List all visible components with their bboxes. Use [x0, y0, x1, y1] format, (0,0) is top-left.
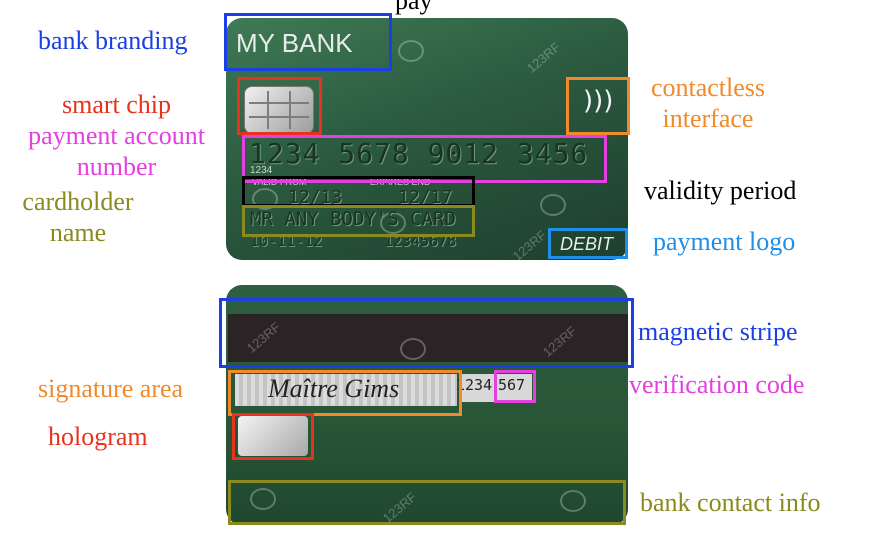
label-contactless-interface: contactless interface — [650, 73, 766, 134]
payment-logo: DEBIT — [560, 234, 614, 254]
magnetic-stripe-box — [219, 298, 634, 368]
account-number-small: 1234 — [250, 165, 273, 176]
payment-logo-box — [548, 228, 628, 259]
label-hologram: hologram — [48, 422, 148, 451]
hologram-box — [232, 413, 314, 460]
signature-strip — [235, 374, 457, 406]
label-cardholder-name: cardholder name — [22, 187, 134, 248]
watermark-icon — [398, 40, 424, 62]
bank-name: MY BANK — [236, 28, 353, 58]
contactless-icon: ))) — [583, 86, 614, 116]
watermark-icon — [380, 212, 406, 234]
label-smart-chip: smart chip — [62, 90, 172, 119]
account-number: 1234 5678 9012 3456 — [249, 137, 589, 170]
contactless-box — [566, 77, 630, 135]
expires-date: 12/17 — [398, 187, 453, 208]
label-validity-period: validity period — [644, 176, 797, 205]
bank-branding-box — [224, 13, 392, 71]
card-number-tail: 1234 — [456, 376, 493, 394]
label-bank-contact-info: bank contact info — [640, 488, 821, 517]
watermark-icon — [400, 338, 426, 360]
watermark-icon — [560, 490, 586, 512]
watermark-icon — [540, 194, 566, 216]
label-payment-logo: payment logo — [653, 227, 796, 256]
label-verification-code: verification code — [629, 370, 805, 399]
signature-area-box — [228, 370, 462, 416]
label-magnetic-stripe: magnetic stripe — [638, 317, 798, 346]
valid-from-date: 12/13 — [288, 187, 343, 208]
verification-code-box — [494, 370, 536, 403]
signature: Maître Gims — [268, 374, 400, 403]
cardholder-name-box — [242, 205, 475, 237]
card-front — [226, 18, 628, 260]
hologram — [238, 416, 308, 456]
label-signature-area: signature area — [38, 374, 184, 403]
bank-contact-info-box — [228, 480, 626, 525]
watermark-icon — [250, 488, 276, 510]
label-payment-account-number: payment account number — [28, 121, 205, 182]
verification-code-value: 567 — [498, 376, 526, 394]
cardholder-name: MR ANY BODY'S CARD — [250, 208, 456, 230]
account-number-box — [242, 135, 607, 183]
watermark-icon — [252, 188, 278, 210]
smart-chip-box — [237, 77, 322, 135]
magnetic-stripe — [228, 314, 628, 362]
diagram-title: pay — [395, 0, 433, 15]
label-bank-branding: bank branding — [38, 26, 188, 55]
validity-period-box — [242, 176, 475, 207]
